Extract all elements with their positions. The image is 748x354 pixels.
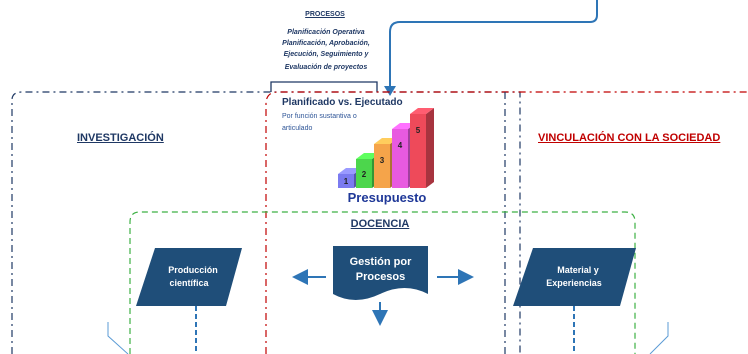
- presupuesto-label: Presupuesto: [347, 190, 427, 205]
- budget-bar-label-4: 4: [397, 141, 403, 150]
- planificado-subtitle-1: Por función sustantiva o: [282, 113, 357, 120]
- budget-bar-label-5: 5: [415, 126, 421, 135]
- budget-bar-front-5: [410, 114, 426, 188]
- procesos-line-2: Planificación, Aprobación,: [282, 40, 370, 47]
- gestion-label-2: Procesos: [355, 271, 406, 283]
- gestion-label-1: Gestión por: [349, 256, 412, 268]
- budget-bar-label-2: 2: [361, 169, 367, 179]
- right-bottom-connector: [649, 322, 669, 354]
- planificado-title: Planificado vs. Ejecutado: [282, 97, 403, 108]
- top-connector-arrowhead: [384, 86, 396, 96]
- procesos-line-1: Planificación Operativa: [287, 29, 365, 36]
- left-bottom-connector: [107, 322, 129, 354]
- investigacion-title: INVESTIGACIÓN: [77, 132, 164, 144]
- produccion-label-2: científica: [169, 278, 209, 288]
- docencia-boundary: [129, 211, 636, 354]
- top-connector-line: [389, 0, 598, 90]
- vinculacion-boundary: [265, 91, 748, 354]
- material-label-1: Material y: [557, 265, 599, 275]
- material-experiencias-shape: [513, 248, 636, 306]
- budget-bar-front-1: [338, 174, 354, 188]
- budget-bar-side-5: [426, 108, 434, 188]
- procesos-title: PROCESOS: [305, 11, 345, 18]
- procesos-line-3: Ejecución, Seguimiento y: [283, 51, 369, 58]
- procesos-line-4: Evaluación de proyectos: [284, 64, 368, 71]
- budget-bar-label-1: 1: [343, 177, 349, 186]
- investigacion-boundary: [11, 91, 521, 354]
- budget-bar-front-4: [392, 129, 408, 188]
- produccion-cientifica-shape: [136, 248, 242, 306]
- budget-bar-label-3: 3: [379, 156, 385, 165]
- procesos-bracket: [270, 81, 378, 92]
- planificado-subtitle-2: articulado: [282, 125, 313, 132]
- budget-bar-front-3: [374, 144, 390, 188]
- budget-bar-top-5: [410, 108, 434, 114]
- budget-bar-front-2: [356, 159, 372, 188]
- budget-step-chart: [338, 108, 434, 188]
- vinculacion-title: VINCULACIÓN CON LA SOCIEDAD: [538, 132, 721, 144]
- docencia-title: DOCENCIA: [350, 218, 410, 230]
- gestion-procesos-shape: [333, 246, 428, 300]
- produccion-label-1: Producción: [168, 265, 218, 275]
- material-label-2: Experiencias: [546, 278, 602, 288]
